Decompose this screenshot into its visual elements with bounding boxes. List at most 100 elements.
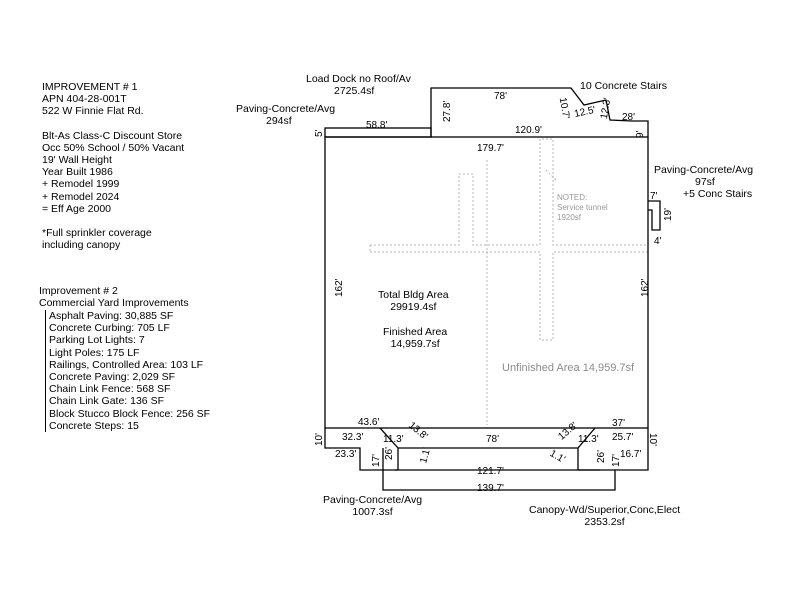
dim-label: 32.3' [342, 432, 363, 443]
info-line: + Remodel 1999 [42, 178, 120, 191]
improvement-2-header: Improvement # 2 Commercial Yard Improvem… [39, 285, 189, 309]
dim-label: 17' [611, 454, 622, 467]
load-dock-name: Load Dock no Roof/Av [306, 73, 411, 85]
info-line: including canopy [42, 239, 121, 252]
paving-bottom-area: 1007.3sf [352, 506, 393, 518]
dim-label: 10.7' [557, 97, 572, 120]
info-line: 522 W Finnie Flat Rd. [42, 105, 144, 118]
list-item: Light Poles: 175 LF [49, 346, 140, 359]
info-line: Year Built 1986 [42, 166, 113, 179]
info-line: *Full sprinkler coverage [42, 227, 152, 240]
dim-label: 78' [486, 434, 499, 445]
canopy-label: Canopy-Wd/Superior,Conc,Elect 2353.2sf [529, 504, 680, 528]
canopy-name: Canopy-Wd/Superior,Conc,Elect [529, 504, 681, 516]
dim-label: 7' [650, 191, 658, 202]
info-line: Blt-As Class-C Discount Store [42, 129, 183, 142]
load-dock-outline [430, 87, 649, 137]
info-line: APN 404-28-001T [42, 93, 127, 106]
dim-label: 28' [622, 112, 635, 123]
list-item: Chain Link Gate: 136 SF [49, 395, 164, 408]
main-building-rect [324, 136, 649, 429]
finished-area-value: 14,959.7sf [390, 338, 440, 350]
dimension-labels: 78' 10.7' 12.5' 12.3' 28' 27.8' 5' 58.8'… [314, 91, 674, 494]
list-item: Railings, Controlled Area: 103 LF [49, 358, 204, 371]
service-tunnel-outline [369, 138, 648, 425]
paving-left-area: 294sf [266, 115, 292, 127]
note-line: 1920sf [557, 213, 582, 222]
total-area-title: Total Bldg Area [378, 289, 449, 301]
improvement-1-info: IMPROVEMENT # 1 APN 404-28-001T 522 W Fi… [42, 81, 184, 251]
improvement-2-subtitle: Commercial Yard Improvements [39, 297, 189, 309]
list-item: Concrete Steps: 15 [49, 419, 139, 432]
info-line: 19' Wall Height [42, 154, 112, 167]
dim-label: 120.9' [515, 125, 542, 136]
list-item: Concrete Curbing: 705 LF [49, 322, 170, 335]
unfinished-area-label: Unfinished Area 14,959.7sf [502, 362, 635, 374]
dim-label: 10' [647, 433, 658, 446]
dim-label: 23.3' [335, 449, 356, 460]
dim-label: 58.8' [366, 120, 387, 131]
dim-label: 27.8' [442, 101, 453, 122]
list-item: Asphalt Paving: 30,885 SF [49, 310, 174, 322]
info-line: IMPROVEMENT # 1 [42, 81, 138, 93]
paving-bottom-label: Paving-Concrete/Avg 1007.3sf [323, 494, 422, 518]
list-item: Block Stucco Block Fence: 256 SF [49, 407, 211, 420]
note-line: Service tunnel [557, 203, 608, 212]
list-item: Concrete Paving: 2,029 SF [49, 371, 176, 384]
paving-right-label: Paving-Concrete/Avg 97sf +5 Conc Stairs [654, 164, 753, 200]
canopy-outline [324, 428, 649, 491]
paving-right-name: Paving-Concrete/Avg [654, 164, 754, 176]
dim-label: 11.3' [578, 434, 599, 445]
dim-label: 13.8' [556, 420, 580, 442]
paving-bottom-name: Paving-Concrete/Avg [323, 494, 423, 506]
note-line: NOTED: [557, 193, 588, 202]
dim-label: 26' [384, 447, 395, 460]
paving-left-label: Paving-Concrete/Avg 294sf [236, 103, 335, 127]
building-outline [324, 87, 661, 491]
dim-label: 10' [314, 433, 325, 446]
dim-label: 16.7' [620, 449, 641, 460]
dim-label: 162' [640, 278, 651, 297]
list-item: Chain Link Fence: 568 SF [49, 383, 171, 396]
list-item: Parking Lot Lights: 7 [49, 334, 145, 347]
dim-label: 11.3' [383, 434, 404, 445]
dim-label: 25.7' [612, 432, 633, 443]
dim-label: 12.5' [573, 105, 596, 120]
dim-label: 5' [314, 129, 325, 137]
total-area-value: 29919.4sf [390, 301, 437, 313]
dim-label: 9' [635, 130, 646, 138]
info-line: Occ 50% School / 50% Vacant [42, 141, 185, 154]
paving-right-outline [648, 200, 661, 231]
info-line: + Remodel 2024 [42, 190, 120, 203]
dim-label: 43.6' [358, 417, 379, 428]
service-tunnel-note: NOTED: Service tunnel 1920sf [557, 193, 608, 223]
dim-label: 162' [334, 278, 345, 297]
paving-right-stairs: +5 Conc Stairs [683, 188, 753, 200]
total-area-label: Total Bldg Area 29919.4sf [378, 289, 449, 313]
yard-improvements-list: Asphalt Paving: 30,885 SF Concrete Curbi… [45, 310, 211, 433]
dim-label: 4' [654, 236, 662, 247]
paving-right-area: 97sf [695, 176, 715, 188]
dim-label: 1.1' [418, 446, 433, 464]
dim-label: 37' [612, 418, 625, 429]
dim-label: 13.8' [406, 420, 430, 442]
dim-label: 121.7' [477, 466, 504, 477]
dim-label: 19' [663, 208, 674, 221]
finished-area-label: Finished Area 14,959.7sf [383, 326, 447, 350]
dim-label: 179.7' [477, 143, 504, 154]
canopy-area: 2353.2sf [584, 516, 625, 528]
canopy-inner-outline [379, 427, 615, 471]
ten-stairs-label: 10 Concrete Stairs [580, 80, 667, 92]
paving-left-name: Paving-Concrete/Avg [236, 103, 336, 115]
improvement-2-title: Improvement # 2 [39, 285, 118, 297]
load-dock-label: Load Dock no Roof/Av 2725.4sf [306, 73, 411, 97]
dim-label: 139.7' [477, 483, 504, 494]
dim-label: 12.3' [599, 97, 614, 120]
dim-label: 1.1' [548, 448, 567, 465]
info-line: = Eff Age 2000 [42, 202, 111, 215]
dim-label: 78' [494, 91, 507, 102]
load-dock-area: 2725.4sf [334, 85, 375, 97]
dim-label: 26' [596, 450, 607, 463]
finished-area-title: Finished Area [383, 326, 448, 338]
